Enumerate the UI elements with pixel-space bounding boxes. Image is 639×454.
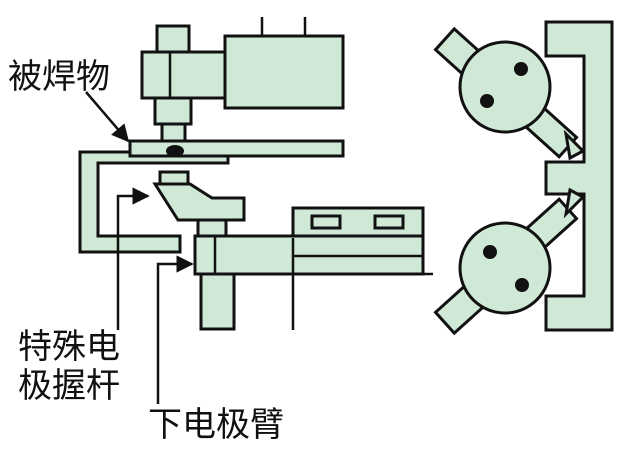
label-workpiece: 被焊物 — [8, 57, 110, 97]
right-assembly — [433, 20, 614, 336]
upper-rotor-disc — [458, 40, 552, 134]
upper-electrode-rotor — [433, 26, 586, 161]
leader-lines — [85, 91, 194, 404]
left-assembly — [78, 17, 433, 331]
weld-nugget — [166, 145, 184, 157]
holder-post — [196, 218, 228, 238]
lower-rotor-tip — [563, 187, 586, 219]
upper-shank — [153, 96, 193, 126]
lower-rotor-disc — [458, 221, 552, 315]
right-block-slot-left — [310, 214, 342, 230]
label-holder-line1: 特殊电 — [18, 327, 120, 367]
label-lower-arm: 下电极臂 — [148, 405, 284, 445]
upper-cylinder — [223, 34, 345, 110]
upper-cap — [155, 24, 191, 54]
holder-leader — [116, 187, 150, 330]
upper-rotor-tip — [563, 129, 586, 161]
lower-electrode-rotor — [433, 187, 586, 336]
workpiece-plate — [128, 139, 345, 158]
lower-rotor-pin-2 — [515, 278, 529, 292]
arm-pedestal — [199, 272, 236, 331]
right-block-slot-right — [373, 214, 405, 230]
labels: 被焊物 特殊电 极握杆 下电极臂 — [8, 57, 284, 445]
special-electrode-holder — [152, 182, 246, 222]
label-holder-line2: 极握杆 — [18, 366, 120, 406]
lower-rotor-pin-1 — [483, 245, 497, 259]
arm-leader — [156, 255, 194, 404]
upper-head — [140, 50, 227, 100]
c-frame — [544, 20, 614, 332]
upper-electrode-tip — [160, 122, 187, 143]
lower-electrode-tip — [158, 170, 190, 186]
upper-rotor-pin-2 — [480, 94, 494, 108]
upper-rotor-pin-1 — [514, 62, 528, 76]
workpiece-leader — [85, 91, 130, 143]
